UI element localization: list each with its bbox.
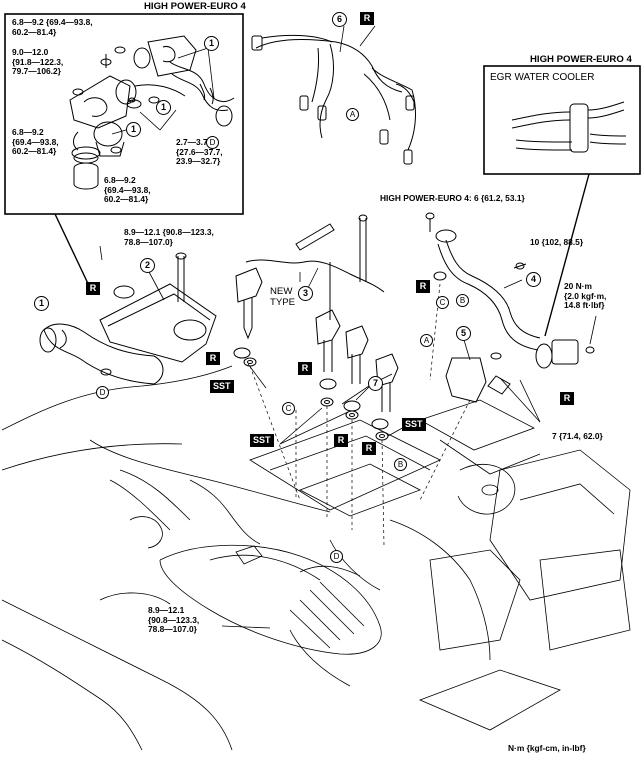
callout-4-egr-pipe: 4 — [526, 272, 541, 287]
letter-b-egr-pipe: B — [456, 294, 469, 307]
label-new-type: NEW TYPE — [270, 286, 296, 308]
torque-spec-3: 6.8—9.2 {69.4—93.8, 60.2—81.4} — [12, 127, 59, 157]
letter-d-inset: D — [206, 136, 219, 149]
tag-r-harness: R — [360, 12, 374, 25]
egr-pipe-drawing — [425, 212, 595, 403]
egr-valve-assembly-drawing — [69, 35, 235, 190]
label-units: N·m {kgf-cm, in-lbf} — [508, 743, 586, 753]
tag-r-washer-3: R — [334, 434, 348, 447]
leader-inset-left — [54, 213, 93, 293]
letter-c-oring: C — [436, 296, 449, 309]
callout-1-egr-pipe: 1 — [204, 36, 219, 51]
engine-bay-drawing — [1, 365, 631, 751]
tag-r-oring: R — [416, 280, 430, 293]
tag-r-washer-4: R — [362, 442, 376, 455]
torque-spec-5: 6.8—9.2 {69.4—93.8, 60.2—81.4} — [104, 175, 151, 205]
letter-d-hose: D — [96, 386, 109, 399]
callout-5-egr-valve: 5 — [456, 326, 471, 341]
torque-spec-2: 9.0—12.0 {91.8—122.3, 79.7—106.2} — [12, 47, 64, 77]
torque-spec-6: 8.9—12.1 {90.8—123.3, 78.8—107.0} — [124, 227, 214, 247]
callout-2-head-cover: 2 — [140, 258, 155, 273]
tag-sst-3: SST — [402, 418, 426, 431]
inset-box-left — [4, 13, 244, 215]
letter-b-dashed: B — [394, 458, 407, 471]
letter-c-dashed: C — [282, 402, 295, 415]
leader-lines — [99, 25, 597, 629]
tag-r-head-cover: R — [86, 282, 100, 295]
header-high-power-euro4-right: HIGH POWER-EURO 4 — [530, 54, 632, 65]
glow-plug-harness-drawing — [251, 34, 416, 165]
leader-inset-right — [544, 173, 590, 337]
tag-sst-2: SST — [250, 434, 274, 447]
tag-r-gasket: R — [560, 392, 574, 405]
header-egr-water-cooler: EGR WATER COOLER — [490, 72, 595, 83]
torque-spec-8: 20 N·m {2.0 kgf·m, 14.8 ft·lbf} — [564, 281, 607, 311]
injectors-drawing — [235, 214, 399, 412]
torque-high-power-euro4: HIGH POWER-EURO 4: 6 {61.2, 53.1} — [380, 193, 525, 203]
reference-dashed-lines — [249, 283, 471, 547]
cylinder-head-cover-drawing — [99, 252, 217, 363]
torque-spec-9: 7 {71.4, 62.0} — [552, 431, 603, 441]
torque-spec-1: 6.8—9.2 {69.4—93.8, 60.2—81.4} — [12, 17, 93, 37]
torque-spec-10: 8.9—12.1 {90.8—123.3, 78.8—107.0} — [148, 605, 200, 635]
callout-1-egr-pipe-c: 1 — [126, 122, 141, 137]
tag-r-washer-2: R — [298, 362, 312, 375]
intake-hose-drawing — [39, 323, 164, 385]
torque-spec-7: 10 {102, 88.5} — [530, 237, 584, 247]
callout-3-leak-off: 3 — [298, 286, 313, 301]
callout-7-injector: 7 — [368, 376, 383, 391]
egr-cooler-hoses-drawing — [511, 101, 627, 153]
tag-r-washer-1: R — [206, 352, 220, 365]
inset-box-egr — [483, 65, 641, 175]
letter-d-engine: D — [330, 550, 343, 563]
callout-6-harness: 6 — [332, 12, 347, 27]
torque-spec-4: 2.7—3.7 {27.6—37.7, 23.9—32.7} — [176, 137, 223, 167]
tag-sst-1: SST — [210, 380, 234, 393]
letter-a-harness: A — [346, 108, 359, 121]
washers-drawing — [233, 271, 447, 441]
letter-a-injector: A — [420, 334, 433, 347]
callout-1-intake-hose: 1 — [34, 296, 49, 311]
header-high-power-euro4-left: HIGH POWER-EURO 4 — [144, 1, 246, 12]
callout-1-egr-pipe-b: 1 — [156, 100, 171, 115]
